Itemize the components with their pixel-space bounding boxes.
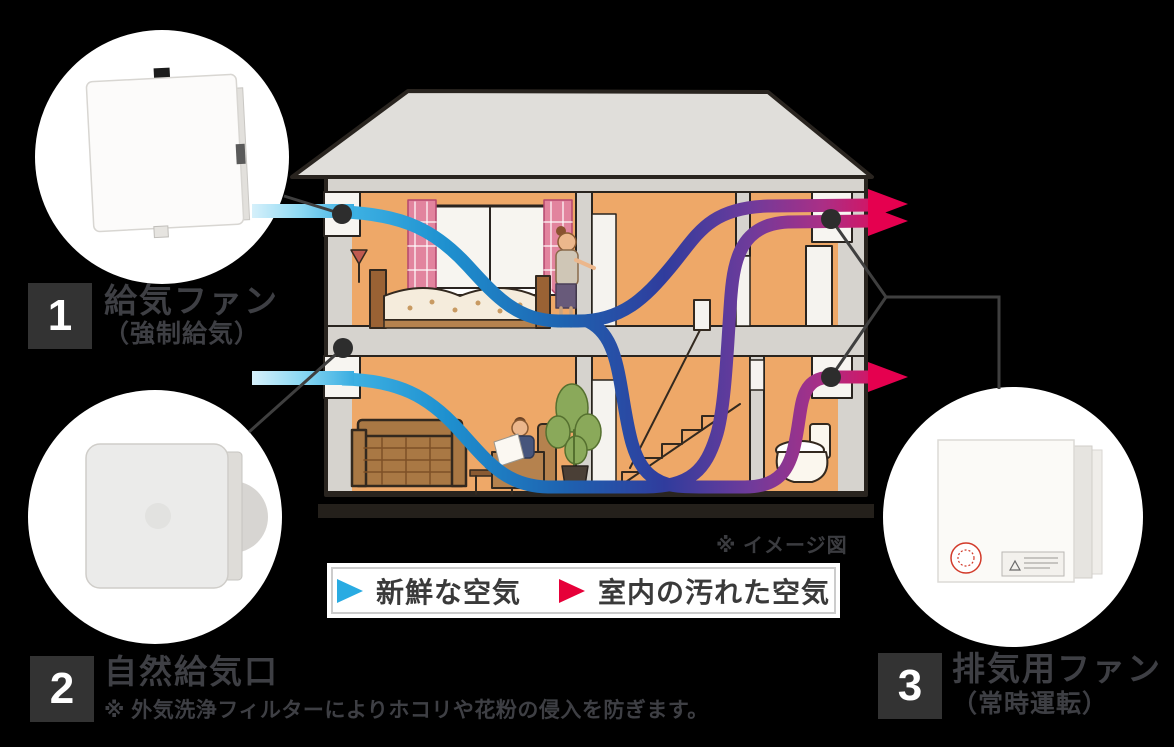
potted-plant bbox=[545, 383, 602, 493]
item-3-subtitle: （常時運転） bbox=[952, 690, 1109, 718]
exhaust-arrow-top-2 bbox=[868, 206, 908, 236]
legend-dirty-air-label: 室内の汚れた空気 bbox=[598, 576, 831, 608]
item-2-title: 自然給気口 bbox=[104, 653, 279, 690]
flow-downstairs-to-top-exit bbox=[341, 214, 873, 494]
fresh-air-arrow-icon bbox=[336, 578, 363, 603]
callout-connectors bbox=[248, 194, 1001, 434]
sofa bbox=[350, 418, 468, 488]
supply-fan-photo bbox=[35, 30, 289, 284]
legend-fresh-air: 新鮮な空気 bbox=[336, 571, 521, 611]
item-1-subtitle: （強制給気） bbox=[104, 320, 261, 348]
natural-air-inlet-photo bbox=[28, 390, 282, 644]
image-caption: ※ イメージ図 bbox=[716, 535, 848, 557]
legend-dirty-air: 室内の汚れた空気 bbox=[521, 571, 830, 611]
item-3-number: 3 bbox=[897, 661, 923, 710]
dirty-air-arrow-icon bbox=[559, 578, 585, 603]
flow-downstairs-to-lower-exit bbox=[582, 313, 872, 494]
item-3-title: 排気用ファン bbox=[952, 650, 1162, 687]
flow-upstairs-to-top-exit bbox=[341, 198, 873, 328]
airflow-legend: 新鮮な空気 室内の汚れた空気 bbox=[327, 563, 840, 618]
legend-fresh-air-label: 新鮮な空気 bbox=[375, 576, 521, 608]
item-1-number: 1 bbox=[47, 291, 73, 340]
item-2-number-badge: 2 bbox=[30, 656, 94, 722]
item-1-number-badge: 1 bbox=[28, 283, 92, 349]
connector-dots bbox=[332, 204, 841, 387]
item-2-number: 2 bbox=[49, 664, 75, 713]
item-1-title: 給気ファン bbox=[104, 282, 279, 319]
item-2-note: ※ 外気洗浄フィルターによりホコリや花粉の侵入を防ぎます。 bbox=[104, 699, 709, 722]
exhaust-arrow-bottom bbox=[868, 362, 908, 392]
exhaust-arrows bbox=[868, 189, 908, 392]
item-3-number-badge: 3 bbox=[878, 653, 942, 719]
exhaust-fan-photo bbox=[883, 387, 1143, 647]
